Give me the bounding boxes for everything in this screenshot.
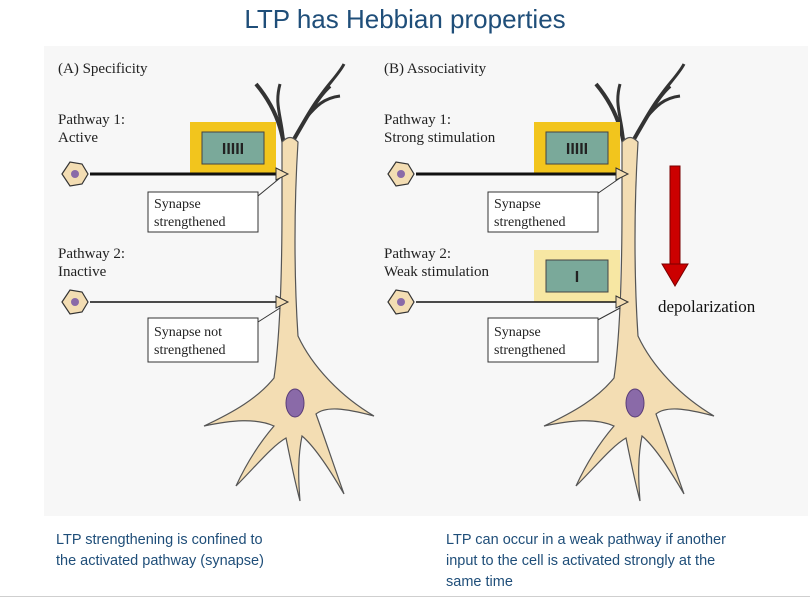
depolarization-label: depolarization [658, 297, 756, 316]
panel-a-bouton-1 [275, 167, 290, 181]
caption-right-line-2: input to the cell is activated strongly … [446, 553, 716, 569]
caption-left: LTP strengthening is confined to the act… [56, 530, 264, 572]
panel-a-heading: (A) Specificity [58, 61, 148, 77]
panel-b-bouton-2 [615, 295, 630, 309]
ltp-diagram: (A) Specificity Pathway 1: Active IIIII [58, 61, 756, 502]
panel-b-heading: (B) Associativity [384, 61, 487, 77]
panel-b-synapse2-line1: Synapse [494, 325, 541, 340]
caption-left-line-2: the activated pathway (synapse) [56, 553, 264, 569]
neuron-b [543, 63, 715, 502]
slide-title: LTP has Hebbian properties [244, 4, 566, 34]
panel-a-stim-box-1 [201, 131, 265, 165]
panel-b-pathway1-line2: Strong stimulation [384, 130, 496, 146]
panel-a-pathway1-line1: Pathway 1: [58, 112, 125, 128]
neuron-a [203, 63, 375, 502]
caption-right-line-3: same time [446, 574, 513, 590]
panel-a-pathway1-line2: Active [58, 130, 98, 146]
panel-a-stim-ticks-1: IIIII [222, 141, 244, 158]
panel-b-synapse1-line2: strengthened [494, 215, 566, 230]
panel-b-pathway1-line1: Pathway 1: [384, 112, 451, 128]
panel-b-synapse1-box [487, 191, 599, 233]
bottom-divider [0, 596, 810, 597]
nucleus-a [285, 388, 305, 418]
panel-a-synapse2-line2: strengthened [154, 343, 226, 358]
panel-b-stim-box-1 [545, 131, 609, 165]
panel-b-synapse1-line1: Synapse [494, 197, 541, 212]
panel-a-pathway2-line1: Pathway 2: [58, 246, 125, 262]
panel-b-pathway2-line2: Weak stimulation [384, 264, 490, 280]
panel-b-synapse2-line2: strengthened [494, 343, 566, 358]
panel-a-synapse2-line1: Synapse not [154, 325, 222, 340]
panel-b: (B) Associativity Pathway 1: Strong stim… [384, 61, 756, 502]
caption-right: LTP can occur in a weak pathway if anoth… [446, 530, 726, 593]
depolarization-arrow-head [661, 263, 689, 287]
panel-a-synapse1-line1: Synapse [154, 197, 201, 212]
panel-b-synapse2-box [487, 317, 599, 363]
panel-a-pathway2-line2: Inactive [58, 264, 107, 280]
panel-b-stim-box-2 [545, 259, 609, 293]
ltp-figure: (A) Specificity Pathway 1: Active IIIII [44, 46, 808, 516]
panel-b-stim-ticks-1: IIIII [566, 141, 588, 158]
panel-b-bouton-1 [615, 167, 630, 181]
caption-left-line-1: LTP strengthening is confined to [56, 532, 263, 548]
panel-a-synapse1-line2: strengthened [154, 215, 226, 230]
panel-a-synapse1-box [147, 191, 259, 233]
nucleus-b [625, 388, 645, 418]
panel-b-pathway2-line1: Pathway 2: [384, 246, 451, 262]
panel-a: (A) Specificity Pathway 1: Active IIIII [58, 61, 375, 502]
panel-a-bouton-2 [275, 295, 290, 309]
panel-a-synapse2-box [147, 317, 259, 363]
depolarization-arrow-shaft [669, 165, 681, 267]
panel-b-stim-ticks-2: I [575, 269, 579, 286]
caption-right-line-1: LTP can occur in a weak pathway if anoth… [446, 532, 726, 548]
